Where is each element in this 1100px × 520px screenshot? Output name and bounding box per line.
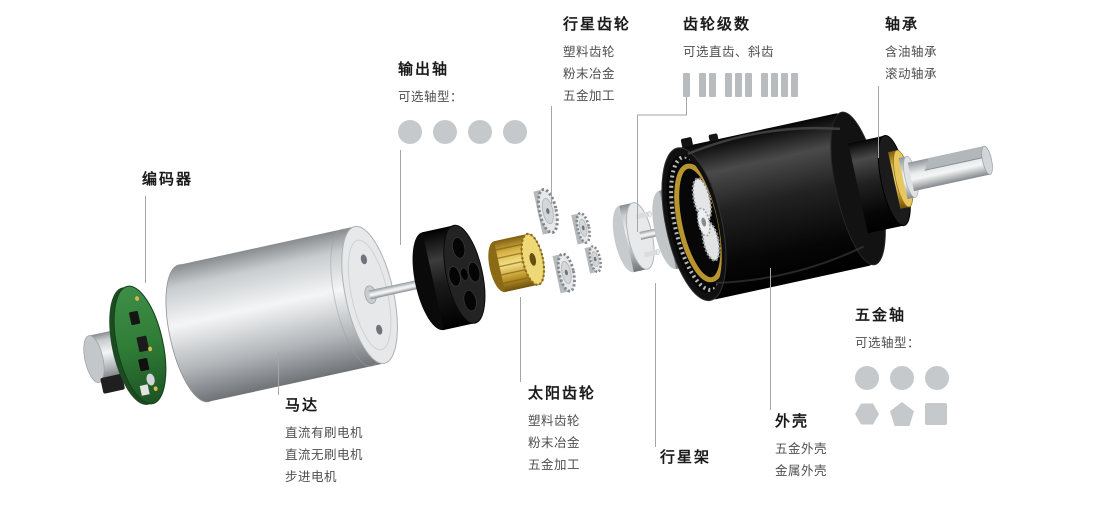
- label-planet-gear: 行星齿轮 塑料齿轮 粉末冶金 五金加工: [563, 15, 631, 107]
- output-shaft-heading: 输出轴: [398, 60, 450, 78]
- planet-gear-sub-1: 塑料齿轮: [563, 44, 616, 59]
- label-sun-gear: 太阳齿轮 塑料齿轮 粉末冶金 五金加工: [528, 384, 596, 476]
- round-shaft-icon: [503, 120, 527, 144]
- housing-heading: 外壳: [775, 412, 810, 430]
- bearing-heading: 轴承: [885, 15, 920, 33]
- sun-gear-sub-3: 五金加工: [528, 457, 581, 472]
- gear-stages-heading: 齿轮级数: [683, 15, 752, 33]
- round-shaft-icon: [925, 366, 949, 390]
- output-shaft-type-icons: [398, 120, 527, 144]
- planet-carrier-heading: 行星架: [660, 448, 712, 466]
- sun-gear-pinion: [488, 232, 546, 293]
- planet-gear-sub-3: 五金加工: [563, 88, 616, 103]
- encoder-heading: 编码器: [142, 170, 194, 188]
- output-shaft-note: 可选轴型：: [398, 89, 464, 104]
- metal-shaft-type-icons-row2: [855, 402, 949, 426]
- label-gear-stages: 齿轮级数 可选直齿、斜齿: [683, 15, 807, 97]
- hexagon-shaft-icon: [855, 403, 879, 425]
- pentagon-shaft-icon: [890, 402, 914, 426]
- planet-gear-3: [552, 252, 576, 294]
- square-shaft-icon: [925, 403, 947, 425]
- metal-shaft-note: 可选轴型：: [855, 335, 921, 350]
- label-motor: 马达 直流有刷电机 直流无刷电机 步进电机: [285, 396, 363, 488]
- label-bearing: 轴承 含油轴承 滚动轴承: [885, 15, 937, 85]
- label-planet-carrier: 行星架: [660, 448, 711, 466]
- round-shaft-icon: [468, 120, 492, 144]
- output-end-cap: [412, 224, 486, 331]
- housing-sub-2: 金属外壳: [775, 463, 828, 478]
- stage-1-icon: [683, 73, 690, 97]
- gear-stage-icons: [683, 73, 807, 97]
- round-shaft-icon: [890, 366, 914, 390]
- stage-2-icon: [699, 73, 716, 97]
- label-encoder: 编码器: [142, 170, 193, 188]
- gear-stages-sub-1: 可选直齿、斜齿: [683, 44, 775, 59]
- motor-part: [165, 225, 424, 403]
- label-metal-shaft: 五金轴 可选轴型：: [855, 306, 949, 426]
- gearbox-housing: [661, 111, 911, 302]
- leader-line-gear-stages: [637, 94, 687, 232]
- planet-gear-4: [584, 245, 602, 274]
- sun-gear-heading: 太阳齿轮: [528, 384, 597, 402]
- motor-sub-3: 步进电机: [285, 469, 338, 484]
- metal-output-shaft: [888, 145, 993, 209]
- motor-heading: 马达: [285, 396, 320, 414]
- round-shaft-icon: [855, 366, 879, 390]
- bearing-sub-2: 滚动轴承: [885, 66, 938, 81]
- sun-gear-sub-1: 塑料齿轮: [528, 413, 581, 428]
- sun-gear-sub-2: 粉末冶金: [528, 435, 581, 450]
- metal-shaft-heading: 五金轴: [855, 306, 907, 324]
- stage-3-icon: [725, 73, 752, 97]
- bearing-sub-1: 含油轴承: [885, 44, 938, 59]
- label-output-shaft: 输出轴 可选轴型：: [398, 60, 527, 144]
- motor-sub-1: 直流有刷电机: [285, 425, 364, 440]
- planet-gear-heading: 行星齿轮: [563, 15, 632, 33]
- motor-sub-2: 直流无刷电机: [285, 447, 364, 462]
- stage-4-icon: [761, 73, 798, 97]
- planet-gear-1: [533, 187, 559, 235]
- planet-gears: [533, 187, 602, 294]
- label-housing: 外壳 五金外壳 金属外壳: [775, 412, 827, 482]
- round-shaft-icon: [398, 120, 422, 144]
- planet-gear-sub-2: 粉末冶金: [563, 66, 616, 81]
- encoder-pcb: [109, 285, 167, 405]
- planet-gear-2: [571, 211, 591, 245]
- leader-lines: [145, 86, 879, 447]
- housing-sub-1: 五金外壳: [775, 441, 828, 456]
- round-shaft-icon: [433, 120, 457, 144]
- metal-shaft-type-icons-row1: [855, 366, 949, 390]
